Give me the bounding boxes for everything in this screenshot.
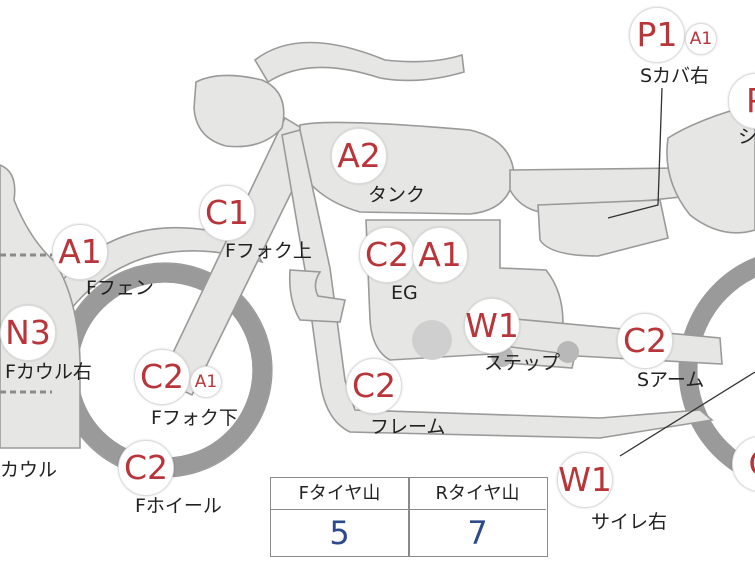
rear-tail (666, 103, 755, 234)
label-front-cowl-right: Fカウル右 (5, 361, 92, 383)
tire-tread-table: Fタイヤ山 Rタイヤ山 5 7 (270, 477, 548, 557)
rear-wheel (678, 257, 755, 483)
marker-c2-fork-lower: C2 (134, 349, 190, 405)
marker-c2-engine: C2 (359, 227, 415, 283)
header-front-tire: Fタイヤ山 (271, 478, 408, 510)
label-frame: フレーム (370, 416, 446, 438)
marker-c2-frame: C2 (346, 358, 402, 414)
marker-a1-fender: A1 (52, 224, 108, 280)
header-rear-tire: Rタイヤ山 (409, 478, 546, 510)
marker-a2: A2 (331, 128, 387, 184)
marker-c2-swingarm: C2 (617, 313, 673, 369)
label-side-cover-right: Sカバ右 (640, 65, 710, 87)
marker-c1: C1 (199, 185, 255, 241)
label-engine: EG (391, 282, 418, 304)
marker-a1-engine: A1 (412, 227, 468, 283)
front-cowl (0, 164, 81, 449)
marker-a1-fork-lower-sub: A1 (190, 366, 222, 398)
marker-p1-sub: A1 (685, 23, 717, 55)
label-step: ステップ (484, 352, 561, 374)
headlight (193, 74, 285, 148)
handlebar (253, 41, 465, 84)
label-muffler-right: サイレ右 (591, 511, 668, 533)
value-front-tire: 5 (329, 514, 350, 552)
table-divider (408, 478, 410, 556)
frame (281, 129, 714, 439)
marker-n3: N3 (0, 305, 56, 361)
label-fork-upper: Fフォク上 (225, 240, 312, 262)
marker-c2-front-wheel: C2 (118, 440, 174, 496)
label-front-wheel: Fホイール (135, 495, 222, 517)
marker-w1-muffler: W1 (557, 452, 613, 508)
label-seat-partial: シ (738, 126, 755, 148)
label-fork-lower: Fフォク下 (151, 407, 238, 429)
label-front-fender: Fフェン (86, 277, 154, 299)
marker-p1: P1 (629, 7, 685, 63)
marker-w1-step: W1 (464, 298, 520, 354)
label-swingarm: Sアーム (637, 369, 705, 391)
label-tank: タンク (368, 184, 426, 206)
value-rear-tire: 7 (467, 514, 488, 552)
side-cover (537, 199, 669, 257)
label-cowl-partial: カウル (0, 459, 58, 481)
